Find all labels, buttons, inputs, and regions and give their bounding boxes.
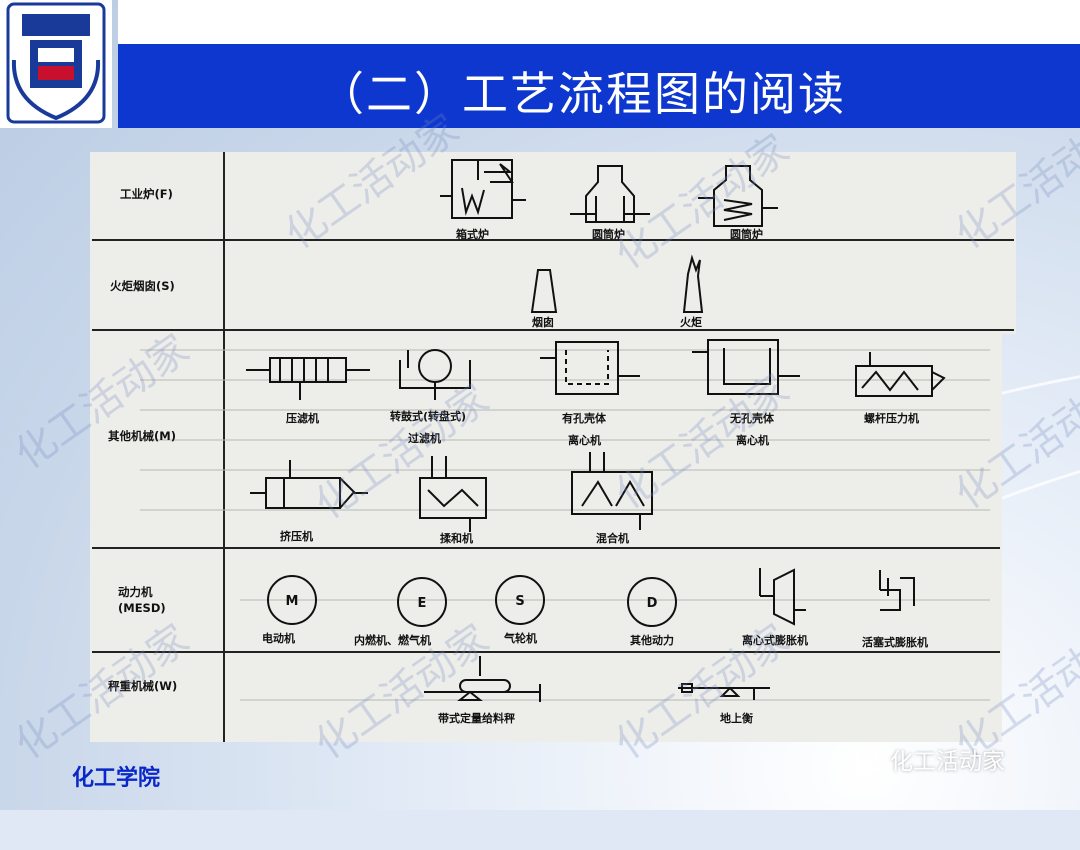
label-perforated-shell: 有孔壳体: [562, 412, 606, 425]
engine-circle: [397, 577, 447, 627]
other-power-circle: [627, 577, 677, 627]
label-belt-weigher: 带式定量给料秤: [438, 712, 515, 725]
label-mixer: 混合机: [596, 532, 629, 545]
top-strip: [118, 0, 1080, 44]
label-cylindrical-furnace-2: 圆筒炉: [730, 228, 763, 241]
mixer-icon: [571, 452, 653, 530]
piston-expander-icon: [879, 570, 915, 611]
flare-icon: [682, 254, 704, 313]
label-cylindrical-furnace-1: 圆筒炉: [592, 228, 625, 241]
label-filter: 过滤机: [408, 432, 441, 445]
turbine-circle: [495, 575, 545, 625]
kneader-icon: [419, 456, 487, 532]
label-flare: 火炬: [680, 316, 702, 329]
screw-press-icon: [855, 352, 946, 397]
category-weighing-machine: 秤重机械(W): [108, 679, 178, 693]
solid-centrifuge-icon: [692, 339, 800, 395]
category-furnace: 工业炉(F): [120, 187, 173, 201]
category-power-machine: 动力机 (MESD): [118, 585, 166, 615]
filter-press-icon: [246, 357, 370, 400]
chimney-icon: [530, 269, 558, 313]
floor-scale-icon: [678, 683, 770, 700]
engine-letter: E: [418, 596, 427, 611]
label-piston-expander: 活塞式膨胀机: [862, 636, 928, 649]
label-centrifugal-expander: 离心式膨胀机: [742, 634, 808, 647]
label-centrifuge-1: 离心机: [568, 434, 601, 447]
category-flare-stack: 火炬烟囱(S): [110, 279, 175, 293]
footer-account-name: 化工活动家: [890, 749, 1005, 775]
label-kneader: 揉和机: [440, 532, 473, 545]
centrifugal-expander-icon: [759, 568, 806, 626]
belt-weigher-icon: [424, 656, 541, 702]
turbine-letter: S: [515, 594, 524, 609]
title-bar: （二）工艺流程图的阅读: [118, 44, 1080, 128]
box-furnace-icon: [440, 159, 526, 219]
other-power-letter: D: [647, 596, 658, 611]
scan-panel-bottom: [90, 322, 1002, 742]
cylindrical-furnace-coil-icon: [698, 165, 778, 227]
label-chimney: 烟囱: [532, 316, 554, 329]
label-filter-press: 压滤机: [286, 412, 319, 425]
label-combustion-engine: 内燃机、燃气机: [354, 634, 431, 647]
label-drum-type: 转鼓式(转盘式): [390, 410, 467, 423]
nanjing-tech-university-seal-icon: [6, 2, 106, 124]
perforated-centrifuge-icon: [540, 341, 640, 395]
motor-letter: M: [286, 594, 299, 609]
label-electric-motor: 电动机: [262, 632, 295, 645]
label-floor-scale: 地上衡: [720, 712, 753, 725]
label-box-furnace: 箱式炉: [456, 228, 489, 241]
label-extruder: 挤压机: [280, 530, 313, 543]
university-logo: [0, 0, 112, 128]
drum-filter-icon: [399, 349, 471, 400]
category-other-machinery: 其他机械(M): [108, 429, 176, 443]
label-steam-turbine: 气轮机: [504, 632, 537, 645]
scan-panel-top: [90, 152, 1016, 334]
label-centrifuge-2: 离心机: [736, 434, 769, 447]
symbol-table-grid: [92, 152, 1014, 742]
label-screw-press: 螺杆压力机: [864, 412, 919, 425]
equipment-symbols: M E S D: [246, 159, 946, 702]
cylindrical-furnace-icon: [570, 165, 650, 223]
extruder-icon: [250, 460, 368, 509]
slide-title: （二）工艺流程图的阅读: [318, 67, 846, 121]
footer-school-name: 化工学院: [72, 766, 161, 791]
wechat-icon: [856, 747, 885, 770]
label-other-power: 其他动力: [630, 634, 674, 647]
label-solid-shell: 无孔壳体: [730, 412, 774, 425]
motor-circle: [267, 575, 317, 625]
